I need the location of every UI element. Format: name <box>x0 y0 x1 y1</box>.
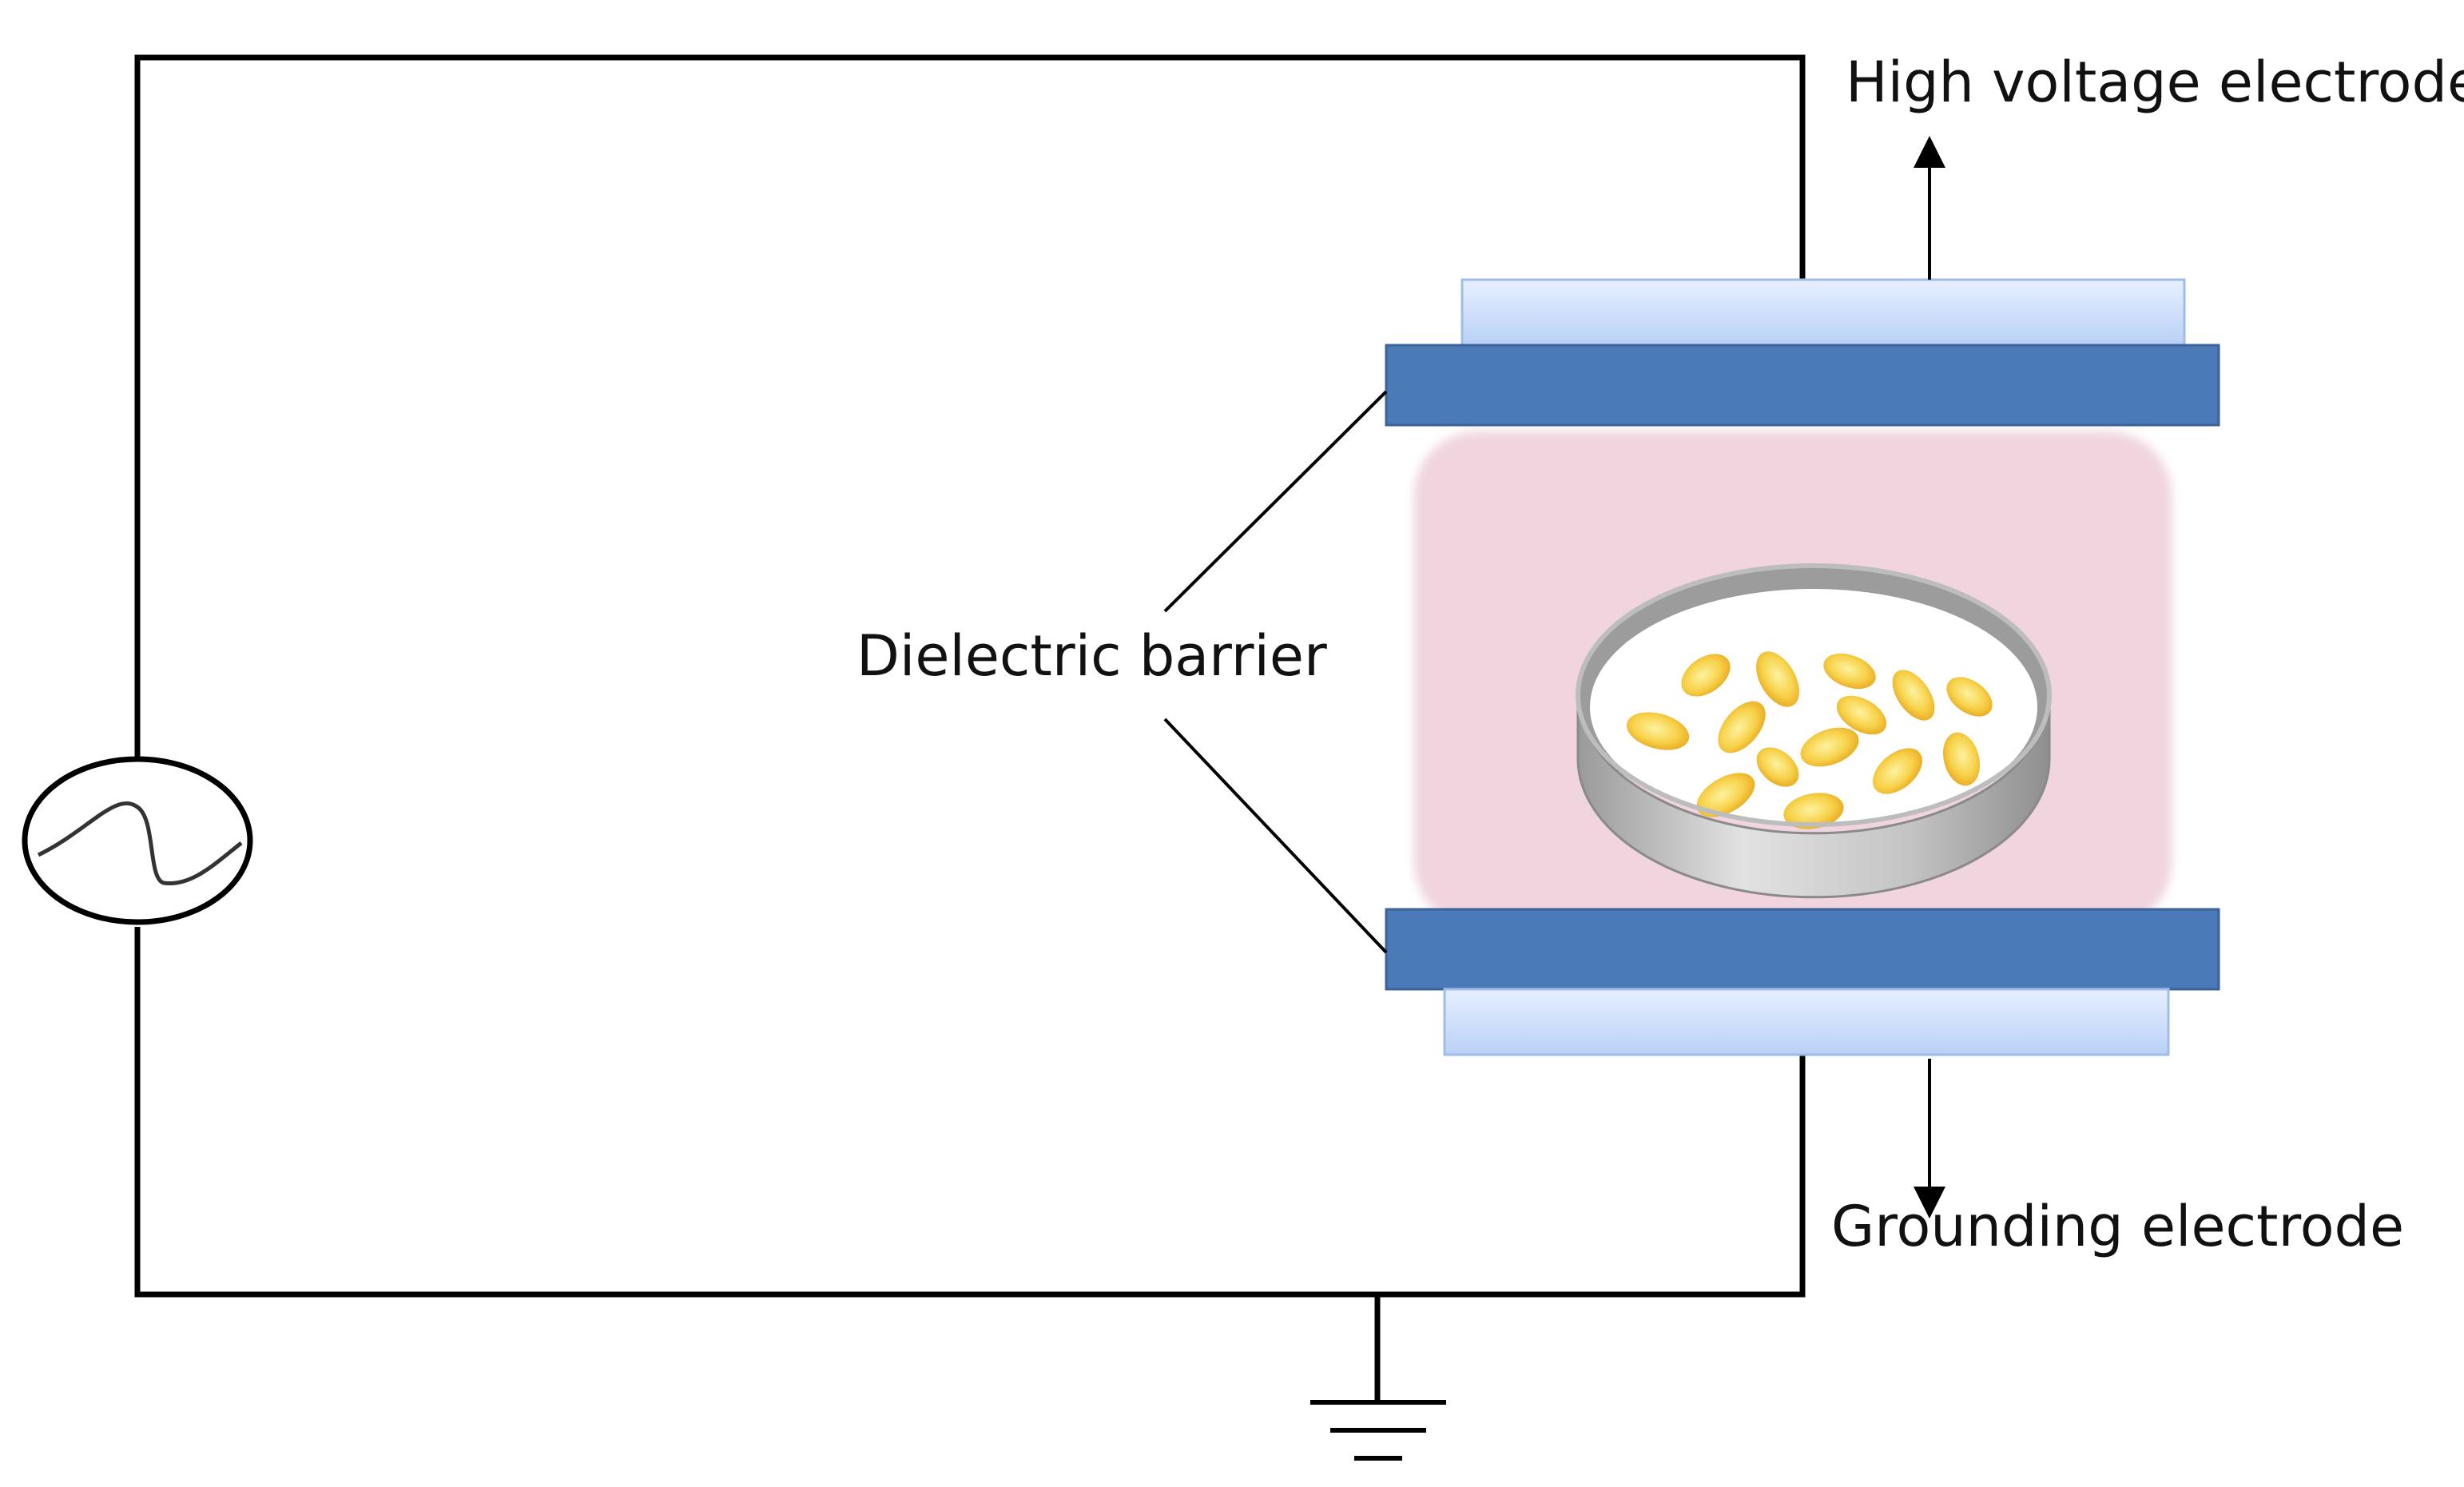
petri-dish-with-seeds-icon <box>1576 563 2052 899</box>
high-voltage-electrode-label: High voltage electrode <box>1846 50 2464 115</box>
grounding-electrode-label: Grounding electrode <box>1831 1194 2405 1259</box>
dielectric-barrier-label: Dielectric barrier <box>856 623 1327 689</box>
ground-symbol-icon <box>1310 1400 1446 1461</box>
wire-bottom <box>134 927 1806 1298</box>
grounding-electrode <box>1443 988 2170 1056</box>
ac-power-source-icon <box>22 756 253 925</box>
high-voltage-electrode <box>1461 278 2186 347</box>
circuit-wires <box>134 54 1806 1402</box>
dielectric-barrier-pointers <box>1163 390 1388 954</box>
dielectric-barrier-bottom <box>1385 908 2220 991</box>
wire-top <box>134 54 1806 767</box>
dielectric-barrier-top <box>1385 344 2220 427</box>
